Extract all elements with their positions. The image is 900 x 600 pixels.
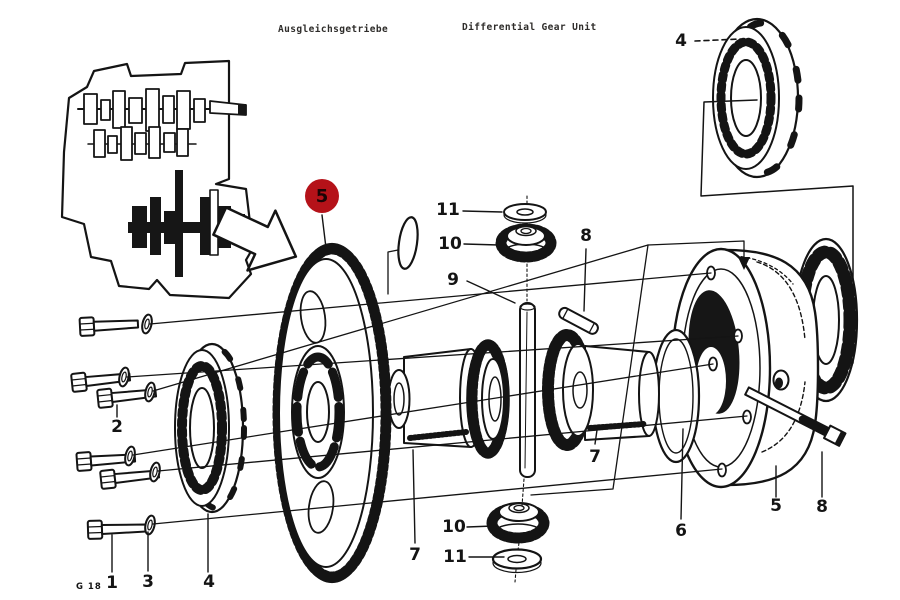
lock-pin (558, 306, 599, 335)
differential-housing (670, 237, 859, 489)
callout-11-bottom[interactable]: 11 (443, 547, 467, 567)
callout-5[interactable]: 5 (770, 496, 782, 516)
insert-arrowhead (738, 257, 750, 270)
transmission-locator-drawing (60, 59, 255, 300)
callout-9[interactable]: 9 (447, 270, 459, 290)
callout-8-bottom[interactable]: 8 (816, 497, 828, 517)
gear-train-upper (83, 88, 247, 132)
callout-10-top[interactable]: 10 (438, 234, 462, 254)
callout-3[interactable]: 3 (142, 572, 154, 592)
highlighted-part-badge[interactable]: 5 (305, 179, 339, 213)
callout-2[interactable]: 2 (111, 417, 123, 437)
callout-7-right[interactable]: 7 (589, 447, 601, 467)
thrust-washer-top (503, 203, 547, 224)
callout-4-left[interactable]: 4 (203, 572, 215, 592)
ball-bearing-top-right (712, 17, 803, 179)
housing-bolt (744, 386, 847, 447)
callout-10-bottom[interactable]: 10 (442, 517, 466, 537)
small-shim (387, 216, 419, 295)
ball-bearing-left (174, 342, 247, 514)
flange-bolt-holes (706, 265, 752, 478)
title-english: Differential Gear Unit (462, 22, 597, 33)
pinion-gear-bottom (486, 502, 550, 544)
cross-pin (519, 302, 536, 478)
callout-1[interactable]: 1 (106, 573, 118, 593)
leader-lines (126, 38, 854, 525)
gear-train-lower (93, 126, 189, 161)
ring-gear (272, 242, 392, 584)
figure-code: G 18 (76, 582, 102, 592)
flange-bolts (70, 313, 161, 540)
assembly-axis-dashes (514, 195, 528, 583)
callout-6[interactable]: 6 (675, 521, 687, 541)
pinion-gear-top (495, 223, 557, 263)
callout-7-left[interactable]: 7 (409, 545, 421, 565)
callout-leaders (111, 210, 823, 573)
callout-11-top[interactable]: 11 (436, 200, 460, 220)
pointer-arrow-icon (212, 206, 298, 272)
callout-4-top-right[interactable]: 4 (675, 31, 687, 51)
side-gear-right (542, 329, 660, 451)
callout-8-top[interactable]: 8 (580, 226, 592, 246)
thrust-washer-bottom (491, 548, 543, 574)
title-german: Ausgleichsgetriebe (278, 24, 389, 35)
